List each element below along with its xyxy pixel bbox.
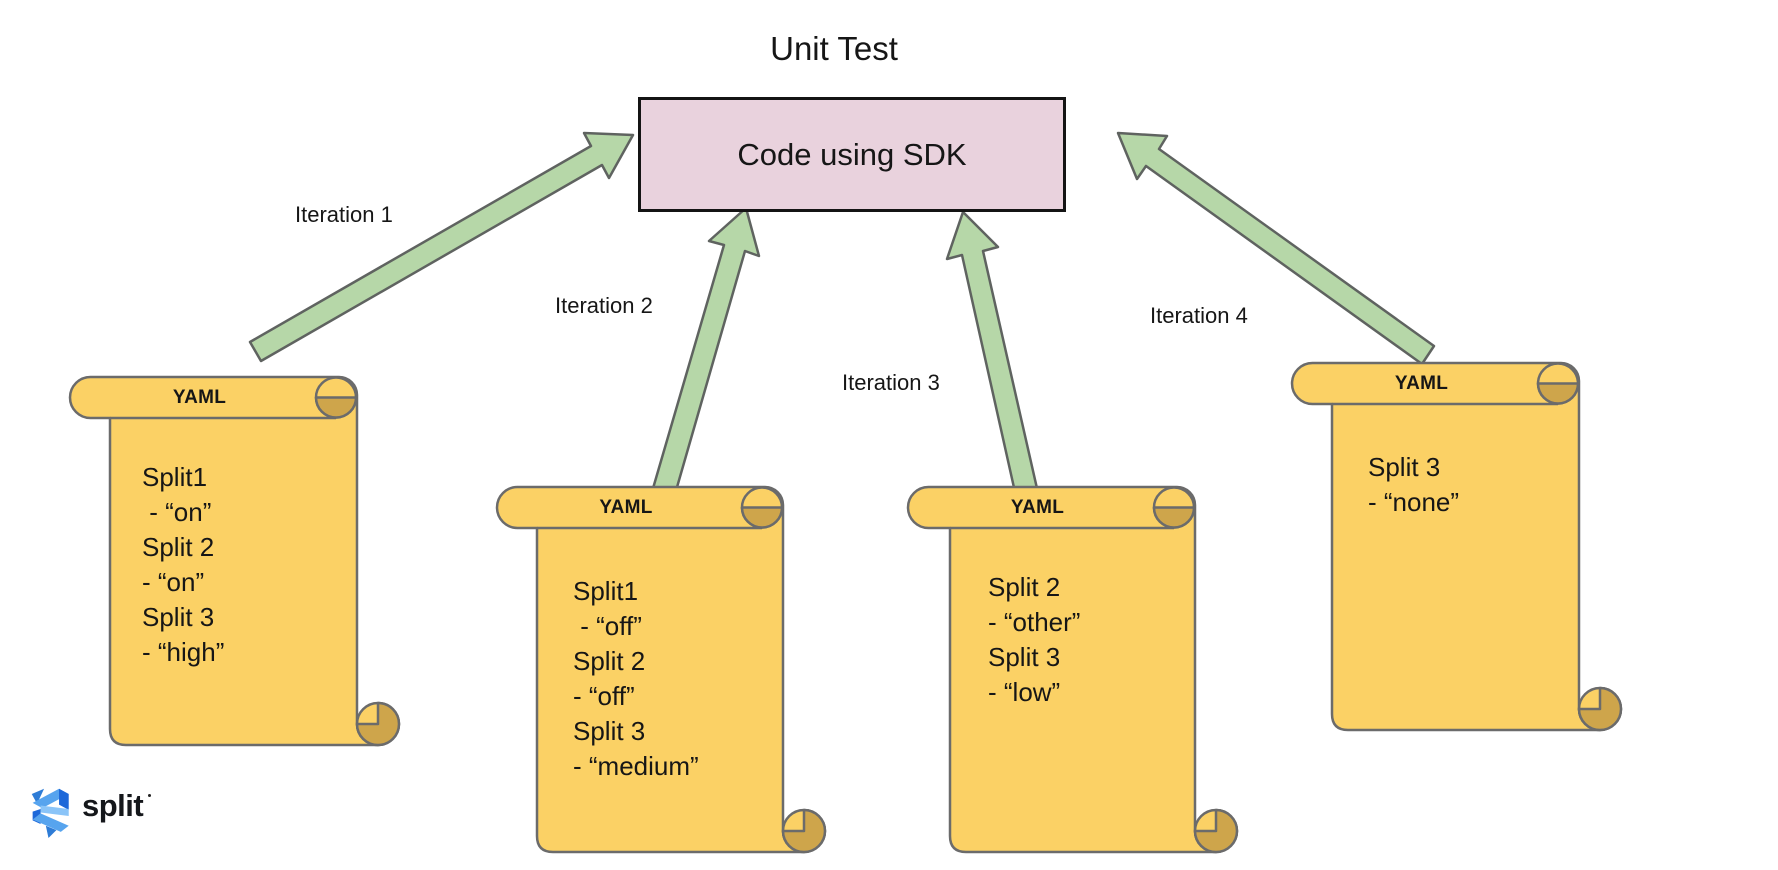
arrow-iteration-1: [248, 131, 635, 363]
scroll-3-body: [906, 485, 1218, 854]
scroll-1-body: [68, 375, 380, 747]
logo-trademark-dot: [148, 794, 151, 797]
scroll-4: [1290, 361, 1623, 732]
iteration-label-3: Iteration 3: [842, 370, 940, 395]
split-logo-icon-shape: [45, 825, 57, 839]
arrow-iteration-2: [645, 206, 761, 517]
scroll-1-roll-curl-shadow: [314, 396, 358, 419]
split-logo: split: [30, 784, 230, 844]
page-title: Unit Test: [770, 30, 898, 67]
scroll-1: [68, 375, 401, 747]
scroll-2-yaml-header: YAML: [599, 497, 653, 518]
scroll-2: [495, 485, 827, 854]
split-logo-icon-shape: [40, 805, 69, 817]
iteration-label-4: Iteration 4: [1150, 303, 1248, 328]
scroll-4-body: [1290, 361, 1602, 732]
arrow-iteration-4: [1116, 131, 1436, 366]
scroll-4-config-text: Split 3 - “none”: [1368, 452, 1460, 517]
scroll-3-roll-curl-shadow: [1152, 506, 1196, 529]
scroll-2-bottom-curl-shadow: [781, 808, 827, 854]
scroll-3-yaml-header: YAML: [1010, 497, 1065, 518]
scroll-4-yaml-header: YAML: [1394, 373, 1449, 394]
scroll-2-body: [495, 485, 806, 854]
scroll-3-config-text: Split 2 - “other” Split 3 - “low”: [988, 572, 1081, 707]
sdk-box-label: Code using SDK: [737, 136, 967, 172]
scroll-3-bottom-curl-shadow: [1193, 808, 1239, 854]
iteration-label-2: Iteration 2: [555, 293, 653, 318]
split-logo-icon-shape: [59, 788, 69, 810]
arrow-iteration-3: [945, 210, 1043, 512]
scroll-4-bottom-curl-shadow: [1577, 686, 1623, 732]
split-logo-icon: [31, 788, 69, 839]
scroll-1-config-text: Split1 - “on” Split 2 - “on” Split 3 - “…: [142, 462, 225, 667]
split-logo-icon-shape: [31, 788, 45, 804]
scroll-1-bottom-curl-shadow: [355, 701, 401, 747]
iteration-label-1: Iteration 1: [295, 202, 393, 227]
scroll-2-roll-curl-shadow: [740, 506, 784, 529]
split-logo-icon-shape: [32, 813, 69, 832]
scroll-2-config-text: Split1 - “off” Split 2 - “off” Split 3 -…: [573, 576, 699, 781]
scroll-3: [906, 485, 1239, 854]
sdk-box: Code using SDK: [638, 97, 1066, 212]
scroll-4-roll-curl-shadow: [1536, 382, 1580, 405]
scroll-1-yaml-header: YAML: [172, 387, 227, 408]
split-logo-text: split: [82, 788, 144, 823]
